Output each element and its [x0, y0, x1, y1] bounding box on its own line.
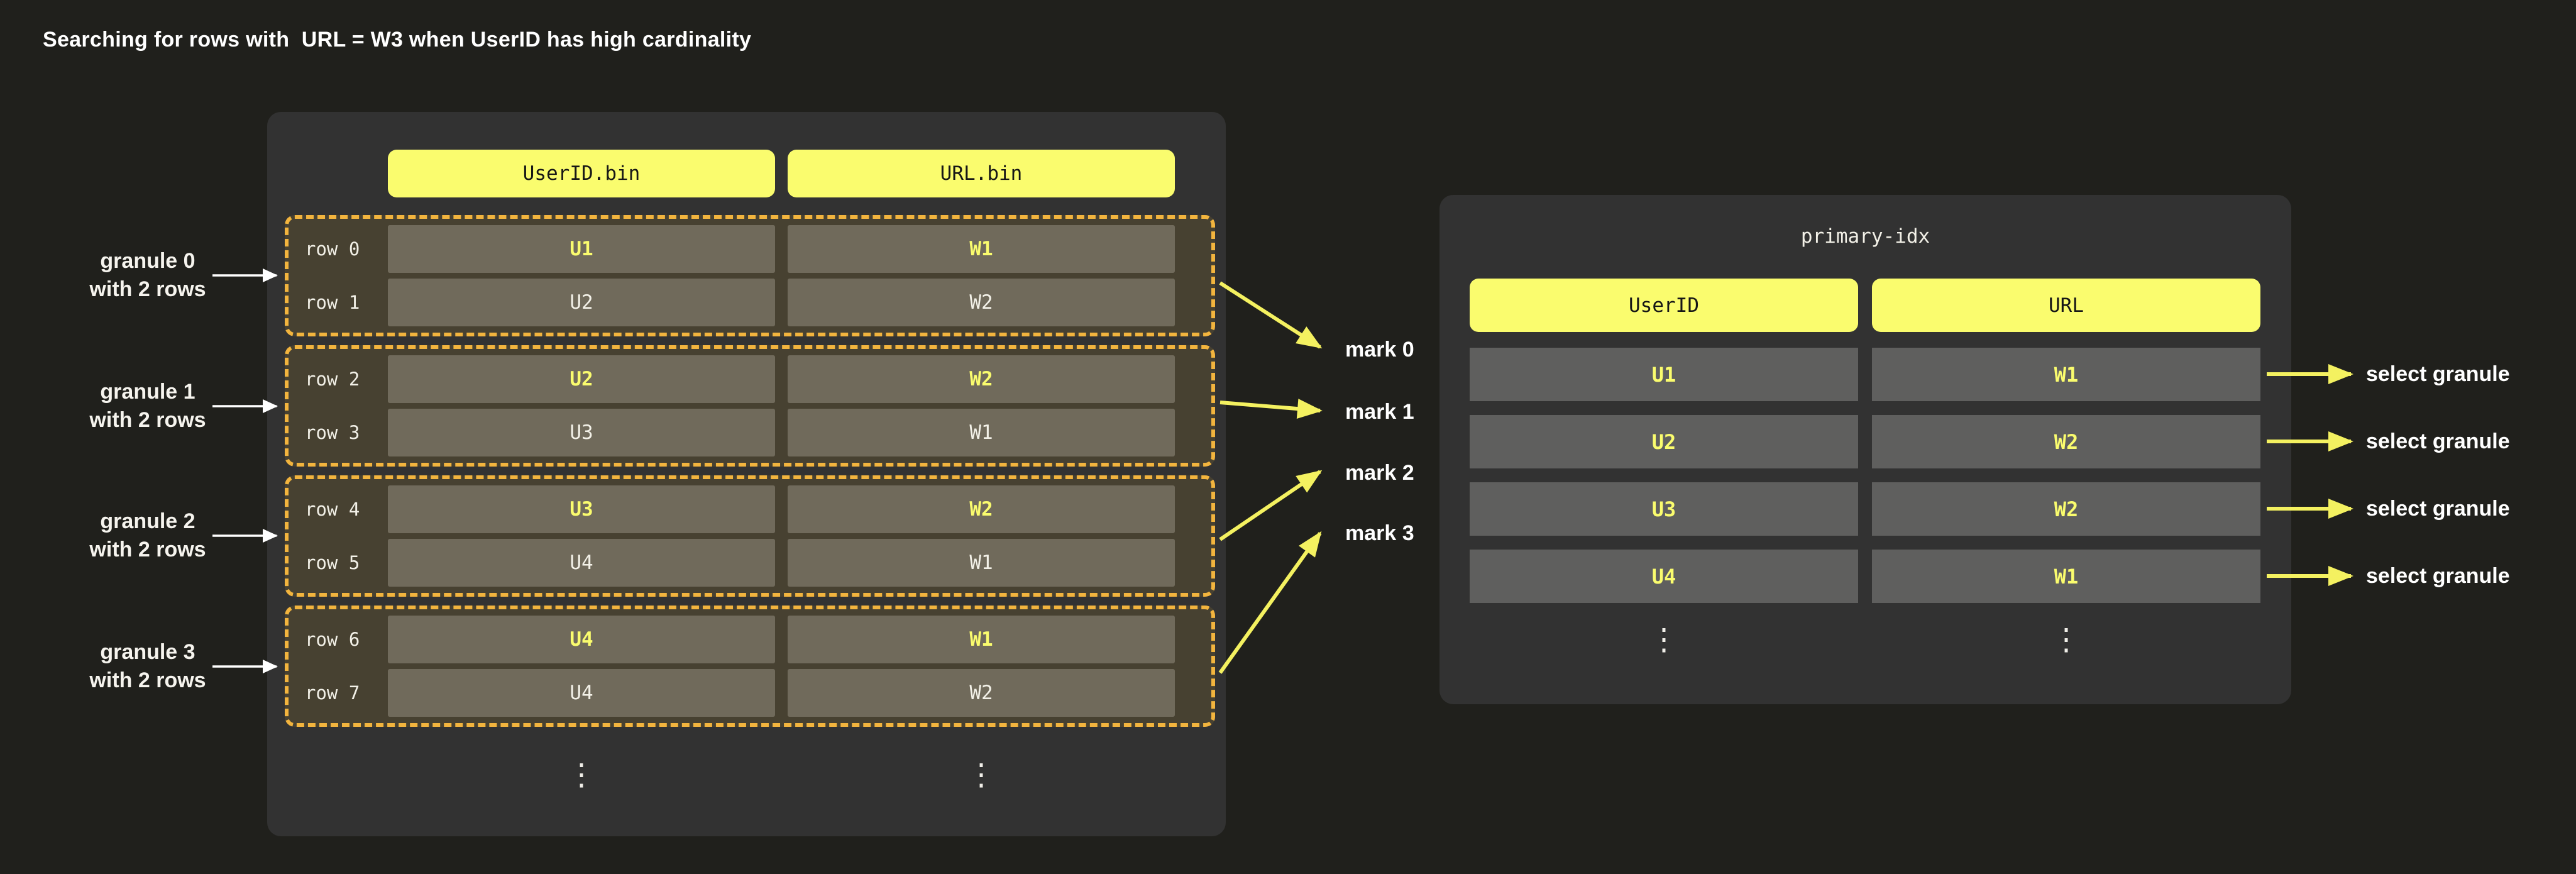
userid-cell: U1	[388, 225, 775, 273]
userid-bin-ellipsis: ⋮	[566, 757, 597, 792]
granule-0-label-line1: granule 0	[100, 249, 195, 273]
granule-2-label: granule 2 with 2 rows	[53, 507, 242, 564]
mark-0-label: mark 0	[1345, 338, 1414, 362]
url-cell: W1	[788, 616, 1175, 663]
userid-index-ellipsis: ⋮	[1649, 622, 1679, 657]
url-cell: W2	[788, 485, 1175, 533]
table-row: row 2 U2 W2	[289, 355, 1211, 403]
primary-index-title: primary-idx	[1800, 225, 1930, 248]
url-cell: W1	[788, 225, 1175, 273]
userid-cell: U4	[388, 616, 775, 663]
row-label: row 6	[305, 629, 360, 650]
granule-2-label-line1: granule 2	[100, 509, 195, 533]
granule-1-label-line1: granule 1	[100, 380, 195, 404]
mark-2-label: mark 2	[1345, 461, 1414, 485]
granule-0-label: granule 0 with 2 rows	[53, 247, 242, 304]
url-cell: W1	[1872, 348, 2260, 401]
url-bin-header: URL.bin	[788, 150, 1175, 197]
userid-cell: U2	[1470, 415, 1858, 468]
granule-box-2: row 4 U3 W2 row 5 U4 W1	[285, 475, 1215, 597]
select-granule-label-0: select granule	[2366, 362, 2510, 386]
granule-0-label-line2: with 2 rows	[89, 277, 206, 301]
url-bin-ellipsis: ⋮	[966, 757, 996, 792]
userid-cell: U3	[388, 409, 775, 456]
userid-cell: U3	[388, 485, 775, 533]
granule-2-label-line2: with 2 rows	[89, 538, 206, 561]
mark-1-arrow	[1219, 399, 1323, 419]
userid-cell: U2	[388, 355, 775, 403]
granule-box-1: row 2 U2 W2 row 3 U3 W1	[285, 345, 1215, 467]
userid-header: UserID	[1470, 279, 1858, 332]
granule-1-label-line2: with 2 rows	[89, 408, 206, 432]
mark-3-arrow	[1218, 531, 1322, 674]
table-row: row 3 U3 W1	[289, 409, 1211, 456]
table-row: row 7 U4 W2	[289, 669, 1211, 717]
select-granule-label-1: select granule	[2366, 429, 2510, 453]
userid-cell: U3	[1470, 482, 1858, 536]
granule-1-label: granule 1 with 2 rows	[53, 378, 242, 434]
url-cell: W2	[788, 669, 1175, 717]
primary-index-panel: primary-idx UserID URL U1 W1 U2 W2 U3 W2…	[1439, 195, 2291, 704]
row-label: row 0	[305, 238, 360, 260]
table-row: U4 W1	[1470, 550, 2260, 603]
userid-cell: U2	[388, 279, 775, 326]
table-row: row 0 U1 W1	[289, 225, 1211, 273]
primary-index-header-row: UserID URL	[1470, 279, 2260, 332]
url-index-ellipsis: ⋮	[2051, 622, 2081, 657]
row-label: row 4	[305, 499, 360, 520]
row-label: row 1	[305, 292, 360, 313]
select-granule-label-3: select granule	[2366, 564, 2510, 588]
granule-3-label-line2: with 2 rows	[89, 668, 206, 692]
mark-0-arrow	[1219, 281, 1323, 349]
table-row: U3 W2	[1470, 482, 2260, 536]
row-label: row 5	[305, 552, 360, 573]
userid-cell: U4	[1470, 550, 1858, 603]
diagram-title: Searching for rows with URL = W3 when Us…	[43, 28, 752, 52]
mark-1-label: mark 1	[1345, 400, 1414, 424]
granule-3-label: granule 3 with 2 rows	[53, 638, 242, 695]
granule-box-0: row 0 U1 W1 row 1 U2 W2	[285, 215, 1215, 336]
table-row: row 6 U4 W1	[289, 616, 1211, 663]
url-cell: W2	[1872, 415, 2260, 468]
table-row: row 1 U2 W2	[289, 279, 1211, 326]
url-cell: W1	[788, 539, 1175, 587]
url-cell: W1	[1872, 550, 2260, 603]
userid-cell: U4	[388, 539, 775, 587]
mark-2-arrow	[1219, 470, 1323, 541]
url-cell: W2	[788, 355, 1175, 403]
mark-3-label: mark 3	[1345, 521, 1414, 545]
userid-cell: U1	[1470, 348, 1858, 401]
table-row: row 4 U3 W2	[289, 485, 1211, 533]
select-granule-label-2: select granule	[2366, 497, 2510, 521]
granule-box-3: row 6 U4 W1 row 7 U4 W2	[285, 606, 1215, 727]
row-label: row 2	[305, 368, 360, 390]
url-cell: W1	[788, 409, 1175, 456]
table-row: U2 W2	[1470, 415, 2260, 468]
table-row: row 5 U4 W1	[289, 539, 1211, 587]
table-row: U1 W1	[1470, 348, 2260, 401]
url-cell: W2	[1872, 482, 2260, 536]
granule-3-label-line1: granule 3	[100, 640, 195, 664]
url-header: URL	[1872, 279, 2260, 332]
url-cell: W2	[788, 279, 1175, 326]
row-label: row 3	[305, 422, 360, 443]
userid-cell: U4	[388, 669, 775, 717]
userid-bin-header: UserID.bin	[388, 150, 775, 197]
row-label: row 7	[305, 682, 360, 704]
